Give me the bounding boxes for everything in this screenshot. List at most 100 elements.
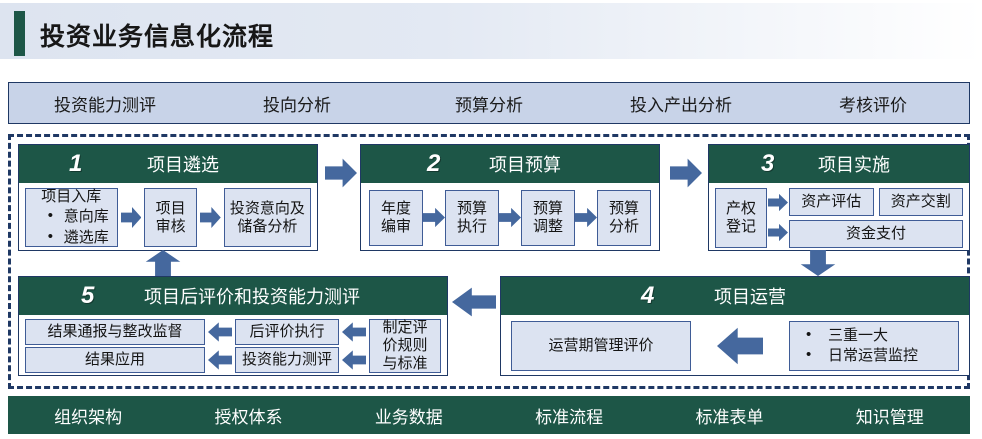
foot-item-standard-process[interactable]: 标准流程 <box>535 407 604 427</box>
box-annual-compilation-review[interactable]: 年度 编审 <box>369 189 423 246</box>
stage-4-header: 4 项目运营 <box>501 277 969 315</box>
process-diagram-container <box>8 134 970 389</box>
stage-5-left-grid: 结果通报与整改监督 后评价执行 结果应用 投资能力测评 <box>25 319 369 373</box>
implementation-right-column: 资产评估 资产交割 资金支付 <box>789 187 963 248</box>
stage-2-body: 年度 编审 预算 执行 预算 调整 预算 分析 <box>361 183 659 252</box>
arrow-right-to-fund-payment <box>768 223 788 242</box>
box-rules-line2: 价规则 <box>382 337 428 354</box>
box-budget-adj-line1: 预算 <box>532 199 563 217</box>
arrow-column <box>767 188 789 248</box>
box-investment-intent-reserve-analysis[interactable]: 投资意向及 储备分析 <box>223 188 312 247</box>
foot-item-standard-form[interactable]: 标准表单 <box>695 407 764 427</box>
box-result-application[interactable]: 结果应用 <box>25 347 205 373</box>
box-rules-line1: 制定评 <box>382 319 428 336</box>
box-operation-bullet-1: 三重一大 <box>806 325 918 346</box>
nav-item-input-output-analysis[interactable]: 投入产出分析 <box>630 95 732 115</box>
stage-4-number: 4 <box>641 282 655 309</box>
stage-3-header: 3 项目实施 <box>709 145 969 183</box>
stage-1-number: 1 <box>69 150 83 177</box>
stage-2-header: 2 项目预算 <box>361 145 659 183</box>
stage-5-title: 项目后评价和投资能力测评 <box>144 287 360 307</box>
arrow-right-execution-to-adjustment <box>499 207 521 228</box>
stage-5-row-2: 结果应用 投资能力测评 <box>25 347 369 373</box>
arrow-left-rules-to-capability-eval <box>342 350 366 370</box>
box-budget-ana-line1: 预算 <box>608 199 639 217</box>
nav-item-assessment-evaluation[interactable]: 考核评价 <box>839 95 907 115</box>
box-project-intake-bullet-1: 意向库 <box>48 206 109 227</box>
nav-item-direction-analysis[interactable]: 投向分析 <box>263 95 331 115</box>
box-operation-period-management-evaluation[interactable]: 运营期管理评价 <box>511 321 691 371</box>
box-intent-line2: 储备分析 <box>237 217 298 235</box>
stage-3-project-implementation[interactable]: 3 项目实施 产权 登记 资产评估 资产交割 资金支付 <box>708 144 970 251</box>
implementation-top-row: 资产评估 资产交割 <box>789 187 963 216</box>
box-investment-capability-evaluation[interactable]: 投资能力测评 <box>235 347 339 373</box>
box-property-line1: 产权 <box>725 199 756 217</box>
stage-1-project-selection[interactable]: 1 项目遴选 项目入库 意向库 遴选库 项目 审核 投资意向及 储备分析 <box>18 144 318 251</box>
arrow-right-adjustment-to-analysis <box>575 207 597 228</box>
box-rules-line3: 与标准 <box>382 355 428 372</box>
box-budget-analysis[interactable]: 预算 分析 <box>597 189 651 246</box>
foot-item-knowledge-management[interactable]: 知识管理 <box>855 407 924 427</box>
stage-4-project-operation[interactable]: 4 项目运营 运营期管理评价 三重一大 日常运营监控 <box>500 276 970 376</box>
box-evaluation-rules-standards[interactable]: 制定评 价规则 与标准 <box>369 319 441 373</box>
stage-4-body: 运营期管理评价 三重一大 日常运营监控 <box>501 315 969 377</box>
box-asset-delivery[interactable]: 资产交割 <box>878 187 963 216</box>
box-budget-ana-line2: 分析 <box>608 217 639 235</box>
foot-item-org-structure[interactable]: 组织架构 <box>54 407 123 427</box>
box-fund-payment[interactable]: 资金支付 <box>789 219 963 248</box>
box-annual-line1: 年度 <box>380 199 411 217</box>
stage-3-number: 3 <box>761 150 775 177</box>
page-title: 投资业务信息化流程 <box>40 23 275 51</box>
stage-1-body: 项目入库 意向库 遴选库 项目 审核 投资意向及 储备分析 <box>19 183 317 252</box>
box-project-intake[interactable]: 项目入库 意向库 遴选库 <box>25 188 118 247</box>
stage-5-body: 结果通报与整改监督 后评价执行 结果应用 投资能力测评 制定评 价规则 与标准 <box>19 315 447 377</box>
box-project-review[interactable]: 项目 审核 <box>144 188 197 247</box>
foot-item-authorization-system[interactable]: 授权体系 <box>214 407 283 427</box>
stage-2-number: 2 <box>427 150 441 177</box>
arrow-right-review-to-intent <box>199 206 221 229</box>
box-project-review-line2: 审核 <box>155 217 186 235</box>
stage-5-row-1: 结果通报与整改监督 后评价执行 <box>25 319 369 345</box>
arrow-left-operation-points-to-evaluation <box>717 327 763 365</box>
stage-3-title: 项目实施 <box>818 155 890 175</box>
box-post-evaluation-execution[interactable]: 后评价执行 <box>235 319 339 345</box>
box-budget-exec-line1: 预算 <box>456 199 487 217</box>
box-project-intake-heading: 项目入库 <box>41 188 102 206</box>
stage-2-project-budget[interactable]: 2 项目预算 年度 编审 预算 执行 预算 调整 预算 分析 <box>360 144 660 251</box>
box-annual-line2: 编审 <box>380 217 411 235</box>
stage-2-title: 项目预算 <box>489 155 561 175</box>
foot-item-business-data[interactable]: 业务数据 <box>374 407 443 427</box>
box-budget-exec-line2: 执行 <box>456 217 487 235</box>
bottom-foundation-bar: 组织架构 授权体系 业务数据 标准流程 标准表单 知识管理 <box>8 396 970 434</box>
stage-5-number: 5 <box>81 282 95 309</box>
box-intent-line1: 投资意向及 <box>229 199 305 217</box>
box-asset-valuation[interactable]: 资产评估 <box>789 187 874 216</box>
stage-5-header: 5 项目后评价和投资能力测评 <box>19 277 447 315</box>
box-property-rights-registration[interactable]: 产权 登记 <box>715 187 767 248</box>
arrow-left-rules-to-post-evaluation <box>342 322 366 342</box>
arrow-right-to-asset-valuation <box>768 193 788 212</box>
stage-5-post-evaluation[interactable]: 5 项目后评价和投资能力测评 结果通报与整改监督 后评价执行 结果应用 投资能力… <box>18 276 448 376</box>
box-budget-execution[interactable]: 预算 执行 <box>445 189 499 246</box>
arrow-left-to-result-notification <box>208 322 232 342</box>
arrow-left-to-result-application <box>208 350 232 370</box>
arrow-right-annual-to-execution <box>423 207 445 228</box>
arrow-right-intake-to-review <box>120 206 142 229</box>
nav-item-investment-capability[interactable]: 投资能力测评 <box>54 95 156 115</box>
box-result-notification-supervision[interactable]: 结果通报与整改监督 <box>25 319 205 345</box>
stage-1-title: 项目遴选 <box>147 155 219 175</box>
box-budget-adj-line2: 调整 <box>532 217 563 235</box>
box-property-line2: 登记 <box>725 217 756 235</box>
box-operation-key-points[interactable]: 三重一大 日常运营监控 <box>789 321 959 371</box>
stage-3-body: 产权 登记 资产评估 资产交割 资金支付 <box>709 183 969 252</box>
top-nav-bar: 投资能力测评 投向分析 预算分析 投入产出分析 考核评价 <box>8 82 970 124</box>
box-project-review-line1: 项目 <box>155 199 186 217</box>
box-operation-bullet-2: 日常运营监控 <box>806 345 918 366</box>
stage-1-header: 1 项目遴选 <box>19 145 317 183</box>
box-project-intake-bullet-2: 遴选库 <box>48 227 109 248</box>
title-bar: 投资业务信息化流程 <box>0 3 982 59</box>
stage-4-title: 项目运营 <box>714 287 786 307</box>
box-budget-adjustment[interactable]: 预算 调整 <box>521 189 575 246</box>
title-accent-bar <box>14 11 25 56</box>
nav-item-budget-analysis[interactable]: 预算分析 <box>455 95 523 115</box>
